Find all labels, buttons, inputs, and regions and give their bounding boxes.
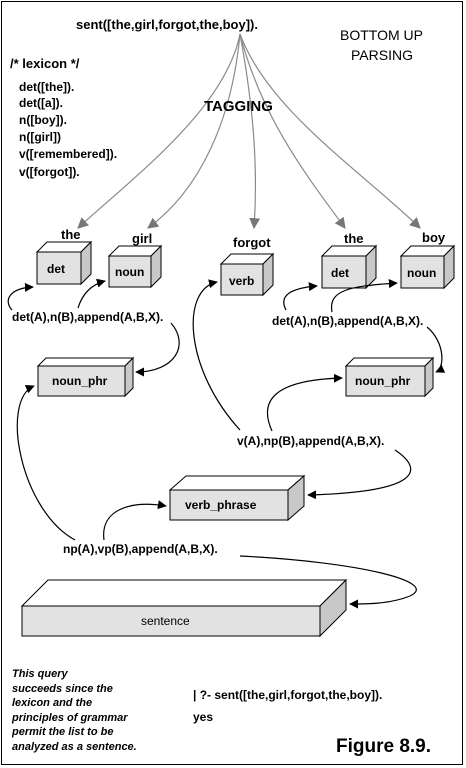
tag-label-det-left: det <box>47 262 65 276</box>
tagging-arrow-the-1 <box>77 33 241 229</box>
arrow-rule-to-nounphr-right <box>426 326 446 373</box>
noun-phrase-box-right <box>344 356 435 398</box>
lexicon-entry: v([forgot]). <box>19 165 80 179</box>
lexicon-entry: n([girl]) <box>19 130 61 144</box>
note-line: This query <box>12 668 68 680</box>
word-the-1: the <box>61 227 81 242</box>
det-box-left <box>35 240 93 286</box>
arrow-s-rule-to-verbphrase <box>103 500 167 541</box>
arrow-vp-rule-to-nounphr-right <box>267 373 343 432</box>
figure-label: Figure 8.9. <box>336 736 432 757</box>
tag-label-noun-right: noun <box>407 266 437 280</box>
arrow-vp-rule-to-verb <box>192 279 241 431</box>
tagging-arrow-girl <box>147 33 241 229</box>
arrow-rule-to-nounphr-left <box>135 322 180 377</box>
label-noun-phr-left: noun_phr <box>52 374 108 388</box>
word-girl: girl <box>132 231 153 246</box>
result-answer: yes <box>193 710 214 724</box>
note-line: permit the list to be <box>12 726 114 738</box>
lexicon-entry: v([remembered]). <box>19 147 118 161</box>
word-boy: boy <box>422 230 446 245</box>
noun-phrase-box-left <box>36 356 135 398</box>
label-verb-phrase: verb_phrase <box>185 498 257 512</box>
arrow-s-rule-to-sentence <box>239 555 417 609</box>
lexicon-entry: det([a]). <box>19 96 63 110</box>
word-forgot: forgot <box>233 235 271 250</box>
rule-vp: v(A),np(B),append(A,B,X). <box>237 434 385 448</box>
heading-line-2: PARSING <box>351 47 413 63</box>
tagging-arrow-boy <box>239 33 421 229</box>
rule-s: np(A),vp(B),append(A,B,X). <box>63 542 218 556</box>
verb-phrase-box <box>168 474 306 522</box>
note-line: lexicon and the <box>12 697 93 709</box>
tag-label-verb: verb <box>229 274 255 288</box>
rule-np-left: det(A),n(B),append(A,B,X). <box>12 310 164 324</box>
lexicon-entry: n([boy]). <box>19 113 67 127</box>
noun-box-left <box>107 244 163 289</box>
arrow-det-rule-left <box>7 282 34 311</box>
noun-box-right <box>399 244 456 290</box>
verb-box <box>219 252 275 297</box>
arrow-det-rule-right <box>283 282 318 311</box>
lexicon-entry: det([the]). <box>19 80 75 94</box>
arrow-noun-rule-left <box>77 278 106 309</box>
note-text: This query succeeds since the lexicon an… <box>12 667 137 754</box>
tagging-label: TAGGING <box>204 98 273 115</box>
sentence-box <box>20 578 348 638</box>
word-the-2: the <box>344 231 364 246</box>
arrow-noun-rule-right <box>330 279 398 313</box>
arrow-vp-rule-to-verbphrase <box>307 449 412 500</box>
label-noun-phr-right: noun_phr <box>355 374 411 388</box>
lexicon-comment: /* lexicon */ <box>10 56 80 71</box>
det-box-right <box>320 244 378 290</box>
note-line: analyzed as a sentence. <box>12 740 137 753</box>
arrow-s-rule-to-nounphr-left <box>16 384 76 541</box>
query-text: sent([the,girl,forgot,the,boy]). <box>76 17 258 32</box>
tagging-arrow-forgot <box>239 33 261 230</box>
note-line: succeeds since the <box>12 682 113 695</box>
tag-label-det-right: det <box>331 266 349 280</box>
tag-label-noun-left: noun <box>115 265 145 279</box>
result-query: | ?- sent([the,girl,forgot,the,boy]). <box>193 688 383 702</box>
tagging-arrow-the-2 <box>239 33 346 229</box>
rule-np-right: det(A),n(B),append(A,B,X). <box>272 314 424 328</box>
heading-line-1: BOTTOM UP <box>340 27 423 43</box>
note-line: principles of grammar <box>12 711 128 724</box>
label-sentence: sentence <box>141 614 190 628</box>
